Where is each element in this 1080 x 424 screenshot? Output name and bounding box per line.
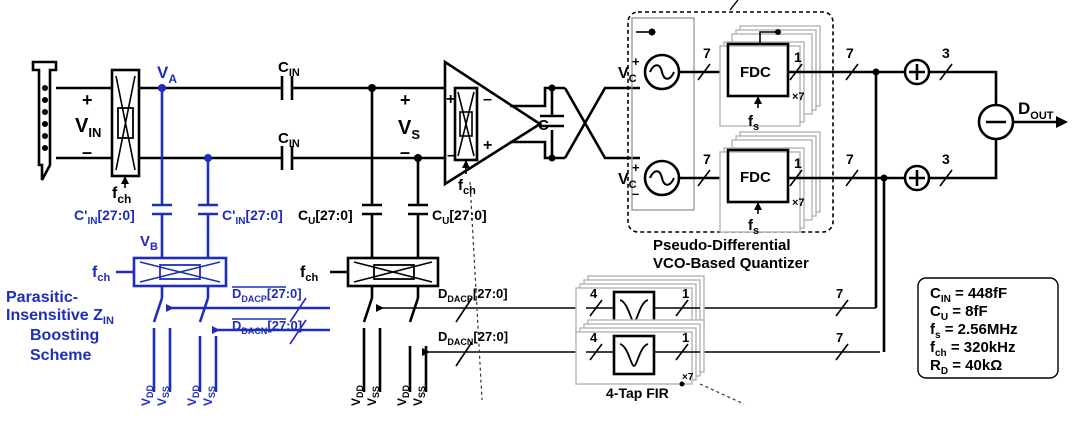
vss-blue-1: VSS [155, 386, 171, 406]
cin-top-cap [280, 76, 294, 100]
bus4-bottom: 4 [590, 330, 598, 345]
amp-out-minus: – [483, 91, 492, 108]
fs-bottom-label: fs [748, 217, 759, 237]
vs-minus: – [400, 142, 410, 162]
scheme-line-1: Parasitic- [6, 289, 78, 306]
scheme-line-2: Insensitive ZIN [6, 307, 114, 327]
scheme-line-4: Scheme [30, 347, 91, 364]
bus1-fir-top: 1 [682, 286, 689, 301]
fdc-bottom-label: FDC [740, 169, 771, 186]
vc-top-label: VC [618, 65, 637, 85]
bus1-fir-bottom: 1 [682, 330, 689, 345]
vc-bottom-plus: + [632, 160, 640, 175]
bus1-bottom: 1 [794, 155, 802, 171]
adder-bottom [903, 164, 931, 192]
bus7-fir-top: 7 [836, 286, 843, 301]
bus7-vco-top: 7 [703, 45, 711, 61]
amp-in-minus: – [447, 147, 456, 164]
param-2: fs = 2.56MHz [930, 321, 1018, 341]
param-1: CU = 8fF [930, 303, 988, 323]
electrode [31, 60, 58, 181]
vdd-black-2: VDD [395, 384, 411, 406]
fdc-bottom-stack [719, 131, 821, 233]
fs-top-label: fs [748, 113, 759, 133]
fir-bottom-stack [575, 319, 705, 385]
fch-amp-label: fch [458, 177, 476, 197]
amp-out-plus: + [483, 137, 492, 154]
input-chopper [110, 68, 141, 188]
ddacp-blue-label: DDACP[27:0] [232, 286, 302, 304]
bus7-out-top: 7 [846, 45, 854, 61]
bus1-top: 1 [794, 49, 802, 65]
fch-blue-label: fch [92, 264, 110, 284]
black-chopper [330, 256, 440, 288]
vdd-blue-2: VDD [185, 384, 201, 406]
quantizer-boundary [627, 11, 834, 233]
va-label: VA [157, 63, 177, 86]
fdc-top-label: FDC [740, 64, 771, 81]
scheme-line-3: Boosting [30, 327, 99, 344]
vdd-black-1: VDD [349, 384, 365, 406]
x7-top: ×7 [792, 91, 805, 103]
amplifier [443, 59, 543, 187]
vss-black-2: VSS [411, 386, 427, 406]
quantizer-title-1: Pseudo-Differential [653, 237, 791, 254]
c-in-prime-2-label: C'IN[27:0] [222, 207, 283, 227]
vin-label: VIN [75, 115, 101, 140]
bus3-bottom: 3 [942, 151, 950, 167]
ddacp-black-label: DDACP[27:0] [438, 286, 508, 304]
bus7-out-bottom: 7 [846, 151, 854, 167]
adder-top [903, 58, 931, 86]
param-4: RD = 40kΩ [930, 357, 1002, 377]
c-in-prime-1-label: C'IN[27:0] [74, 207, 135, 227]
vss-blue-2: VSS [201, 386, 217, 406]
bus7-vco-bottom: 7 [703, 151, 711, 167]
cin-bottom-cap [280, 146, 294, 170]
vb-label: VB [140, 233, 158, 253]
fir-label: 4-Tap FIR [606, 385, 669, 401]
quantizer-title-2: VCO-Based Quantizer [653, 255, 809, 272]
cin-top-label: CIN [278, 59, 300, 79]
dout-label: DOUT [1018, 99, 1054, 122]
bus7-fir-bottom: 7 [836, 330, 843, 345]
vc-bottom-label: VC [618, 171, 637, 191]
vc-top-minus: – [632, 80, 639, 95]
vdd-blue-1: VDD [139, 384, 155, 406]
params-box [917, 277, 1059, 379]
vss-black-1: VSS [365, 386, 381, 406]
cu-1-label: CU[27:0] [298, 207, 353, 227]
c-load-label: C [538, 117, 549, 134]
vco-top [643, 53, 681, 91]
vs-plus: + [400, 90, 411, 110]
bus3-top: 3 [942, 45, 950, 61]
cin-bottom-label: CIN [278, 130, 300, 150]
param-3: fch = 320kHz [930, 339, 1015, 359]
amp-in-plus: + [446, 91, 455, 108]
bus4-top: 4 [590, 286, 598, 301]
ddacn-blue-label: DDACN[27:0] [232, 318, 302, 336]
vc-bottom-minus: – [632, 186, 639, 201]
x7-fir: ×7 [682, 372, 694, 383]
ddacn-black-label: DDACN[27:0] [438, 329, 508, 347]
cu-2-label: CU[27:0] [432, 207, 487, 227]
vin-plus: + [82, 90, 93, 110]
vc-top-plus: + [632, 54, 640, 69]
fch-input-label: fch [112, 185, 131, 206]
x7-bottom: ×7 [792, 197, 805, 209]
vin-minus: – [82, 142, 92, 162]
blue-chopper [116, 256, 228, 288]
vco-bottom [643, 159, 681, 197]
param-0: CIN = 448fF [930, 285, 1007, 305]
subtractor [977, 103, 1015, 141]
vs-label: VS [398, 117, 420, 142]
fch-black-label: fch [300, 264, 318, 284]
